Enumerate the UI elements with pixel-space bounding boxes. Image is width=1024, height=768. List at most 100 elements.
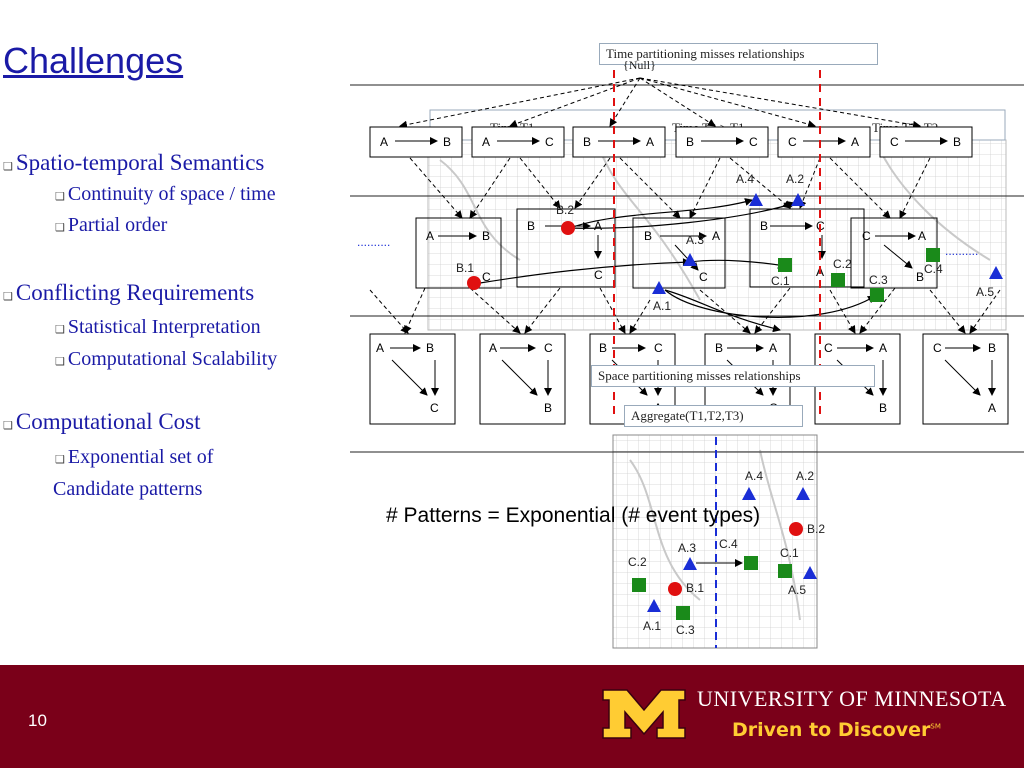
pair-5-a: C [788,135,797,149]
pair-2-a: A [482,135,490,149]
null-label: {Null} [623,58,656,72]
tri-1-c: C [482,270,491,284]
agg-label-a1: A.1 [643,619,661,633]
bot-1-b: B [426,341,434,355]
bullet-conflicting-requirements: ❑Conflicting Requirements [3,280,254,306]
label-c4: C.4 [924,262,943,276]
bottom-box-6 [922,333,1009,425]
square-c3 [870,288,884,302]
bullet-exponential-set: ❑Exponential set of [55,446,213,469]
bullet-text: Statistical Interpretation [67,316,261,338]
label-a1: A.1 [653,299,671,313]
triangle-box-3 [632,217,726,289]
pair-box-5 [777,126,871,158]
agg-label-a4: A.4 [745,469,763,483]
pair-5-b: A [851,135,859,149]
pair-box-6 [879,126,973,158]
tri-3-a: B [644,229,652,243]
label-c3: C.3 [869,273,888,287]
m-logo-icon [602,689,686,739]
agg-label-b1: B.1 [686,581,704,595]
pair-1-a: A [380,135,388,149]
pair-4-b: C [749,135,758,149]
bot-2-b: C [544,341,553,355]
bot-2-a: A [489,341,497,355]
bullet-partial-order: ❑Partial order [55,214,167,237]
label-a5: A.5 [976,285,994,299]
bullet-text: Candidate patterns [53,478,203,500]
bullet-square-icon: ❑ [55,191,65,203]
aggregate-caption: Aggregate(T1,T2,T3) [624,405,803,427]
agg-label-c1: C.1 [780,546,799,560]
label-a4: A.4 [736,172,754,186]
circle-b2 [561,221,575,235]
square-c1 [778,258,792,272]
bullet-square-icon: ❑ [55,454,65,466]
tri-2-a: B [527,219,535,233]
triangle-box-2 [516,208,616,288]
time-map-symbols [467,193,1003,302]
bullet-spatio-temporal: ❑Spatio-temporal Semantics [3,150,264,176]
bot-2-c: B [544,401,552,415]
tri-2-b: A [594,219,602,233]
pair-3-a: B [583,135,591,149]
triangle-a5 [989,266,1003,279]
bot-5-b: A [879,341,887,355]
bullet-square-icon: ❑ [3,161,13,173]
tri-2-c: C [594,268,603,282]
caption-text: Space partitioning misses relationships [598,368,801,383]
tri-3-c: C [699,270,708,284]
label-b2: B.2 [556,203,574,217]
tri-1-b: B [482,229,490,243]
space-partition-caption: Space partitioning misses relationships [591,365,875,387]
tri-1-a: A [426,229,434,243]
tri-3-b: A [712,229,720,243]
tri-4-a: B [760,219,768,233]
pair-box-4 [675,126,769,158]
slide-title: Challenges [3,40,184,81]
bullet-text: Partial order [67,214,168,236]
ellipsis-left: .......... [357,235,390,249]
caption-text: Aggregate(T1,T2,T3) [631,408,744,423]
square-c4 [926,248,940,262]
pair-box-3 [572,126,666,158]
agg-label-a2: A.2 [796,469,814,483]
bullet-computational-scalability: ❑Computational Scalability [55,348,277,371]
bullet-candidate-patterns: Candidate patterns [53,478,202,501]
bot-1-c: C [430,401,439,415]
label-c2: C.2 [833,257,852,271]
bullet-continuity: ❑Continuity of space / time [55,183,276,206]
bullet-square-icon: ❑ [55,324,65,336]
page-number: 10 [28,711,47,730]
pair-box-1 [369,126,463,158]
bullet-text: Conflicting Requirements [15,280,255,305]
bullet-statistical: ❑Statistical Interpretation [55,316,261,339]
service-mark: SM [930,722,941,731]
bot-5-a: C [824,341,833,355]
pair-6-a: C [890,135,899,149]
bot-6-b: B [988,341,996,355]
ellipsis-right: .......... [945,244,978,258]
bot-4-b: A [769,341,777,355]
label-a3: A.3 [686,233,704,247]
agg-label-a5: A.5 [788,583,806,597]
label-c1: C.1 [771,274,790,288]
agg-label-b2: B.2 [807,522,825,536]
bottom-box-2 [479,333,566,425]
bullet-square-icon: ❑ [55,356,65,368]
bullet-text: Exponential set of [67,446,214,468]
bot-3-a: B [599,341,607,355]
label-a2: A.2 [786,172,804,186]
circle-b1 [467,276,481,290]
bot-3-b: C [654,341,663,355]
tagline: Driven to DiscoverSM [732,719,941,741]
pair-4-a: B [686,135,694,149]
pair-6-b: B [953,135,961,149]
bullet-text: Continuity of space / time [67,183,276,205]
bot-4-a: B [715,341,723,355]
pair-1-b: B [443,135,451,149]
bot-6-c: A [988,401,996,415]
triangle-box-1 [415,217,502,289]
bullet-square-icon: ❑ [3,420,13,432]
bot-5-c: B [879,401,887,415]
